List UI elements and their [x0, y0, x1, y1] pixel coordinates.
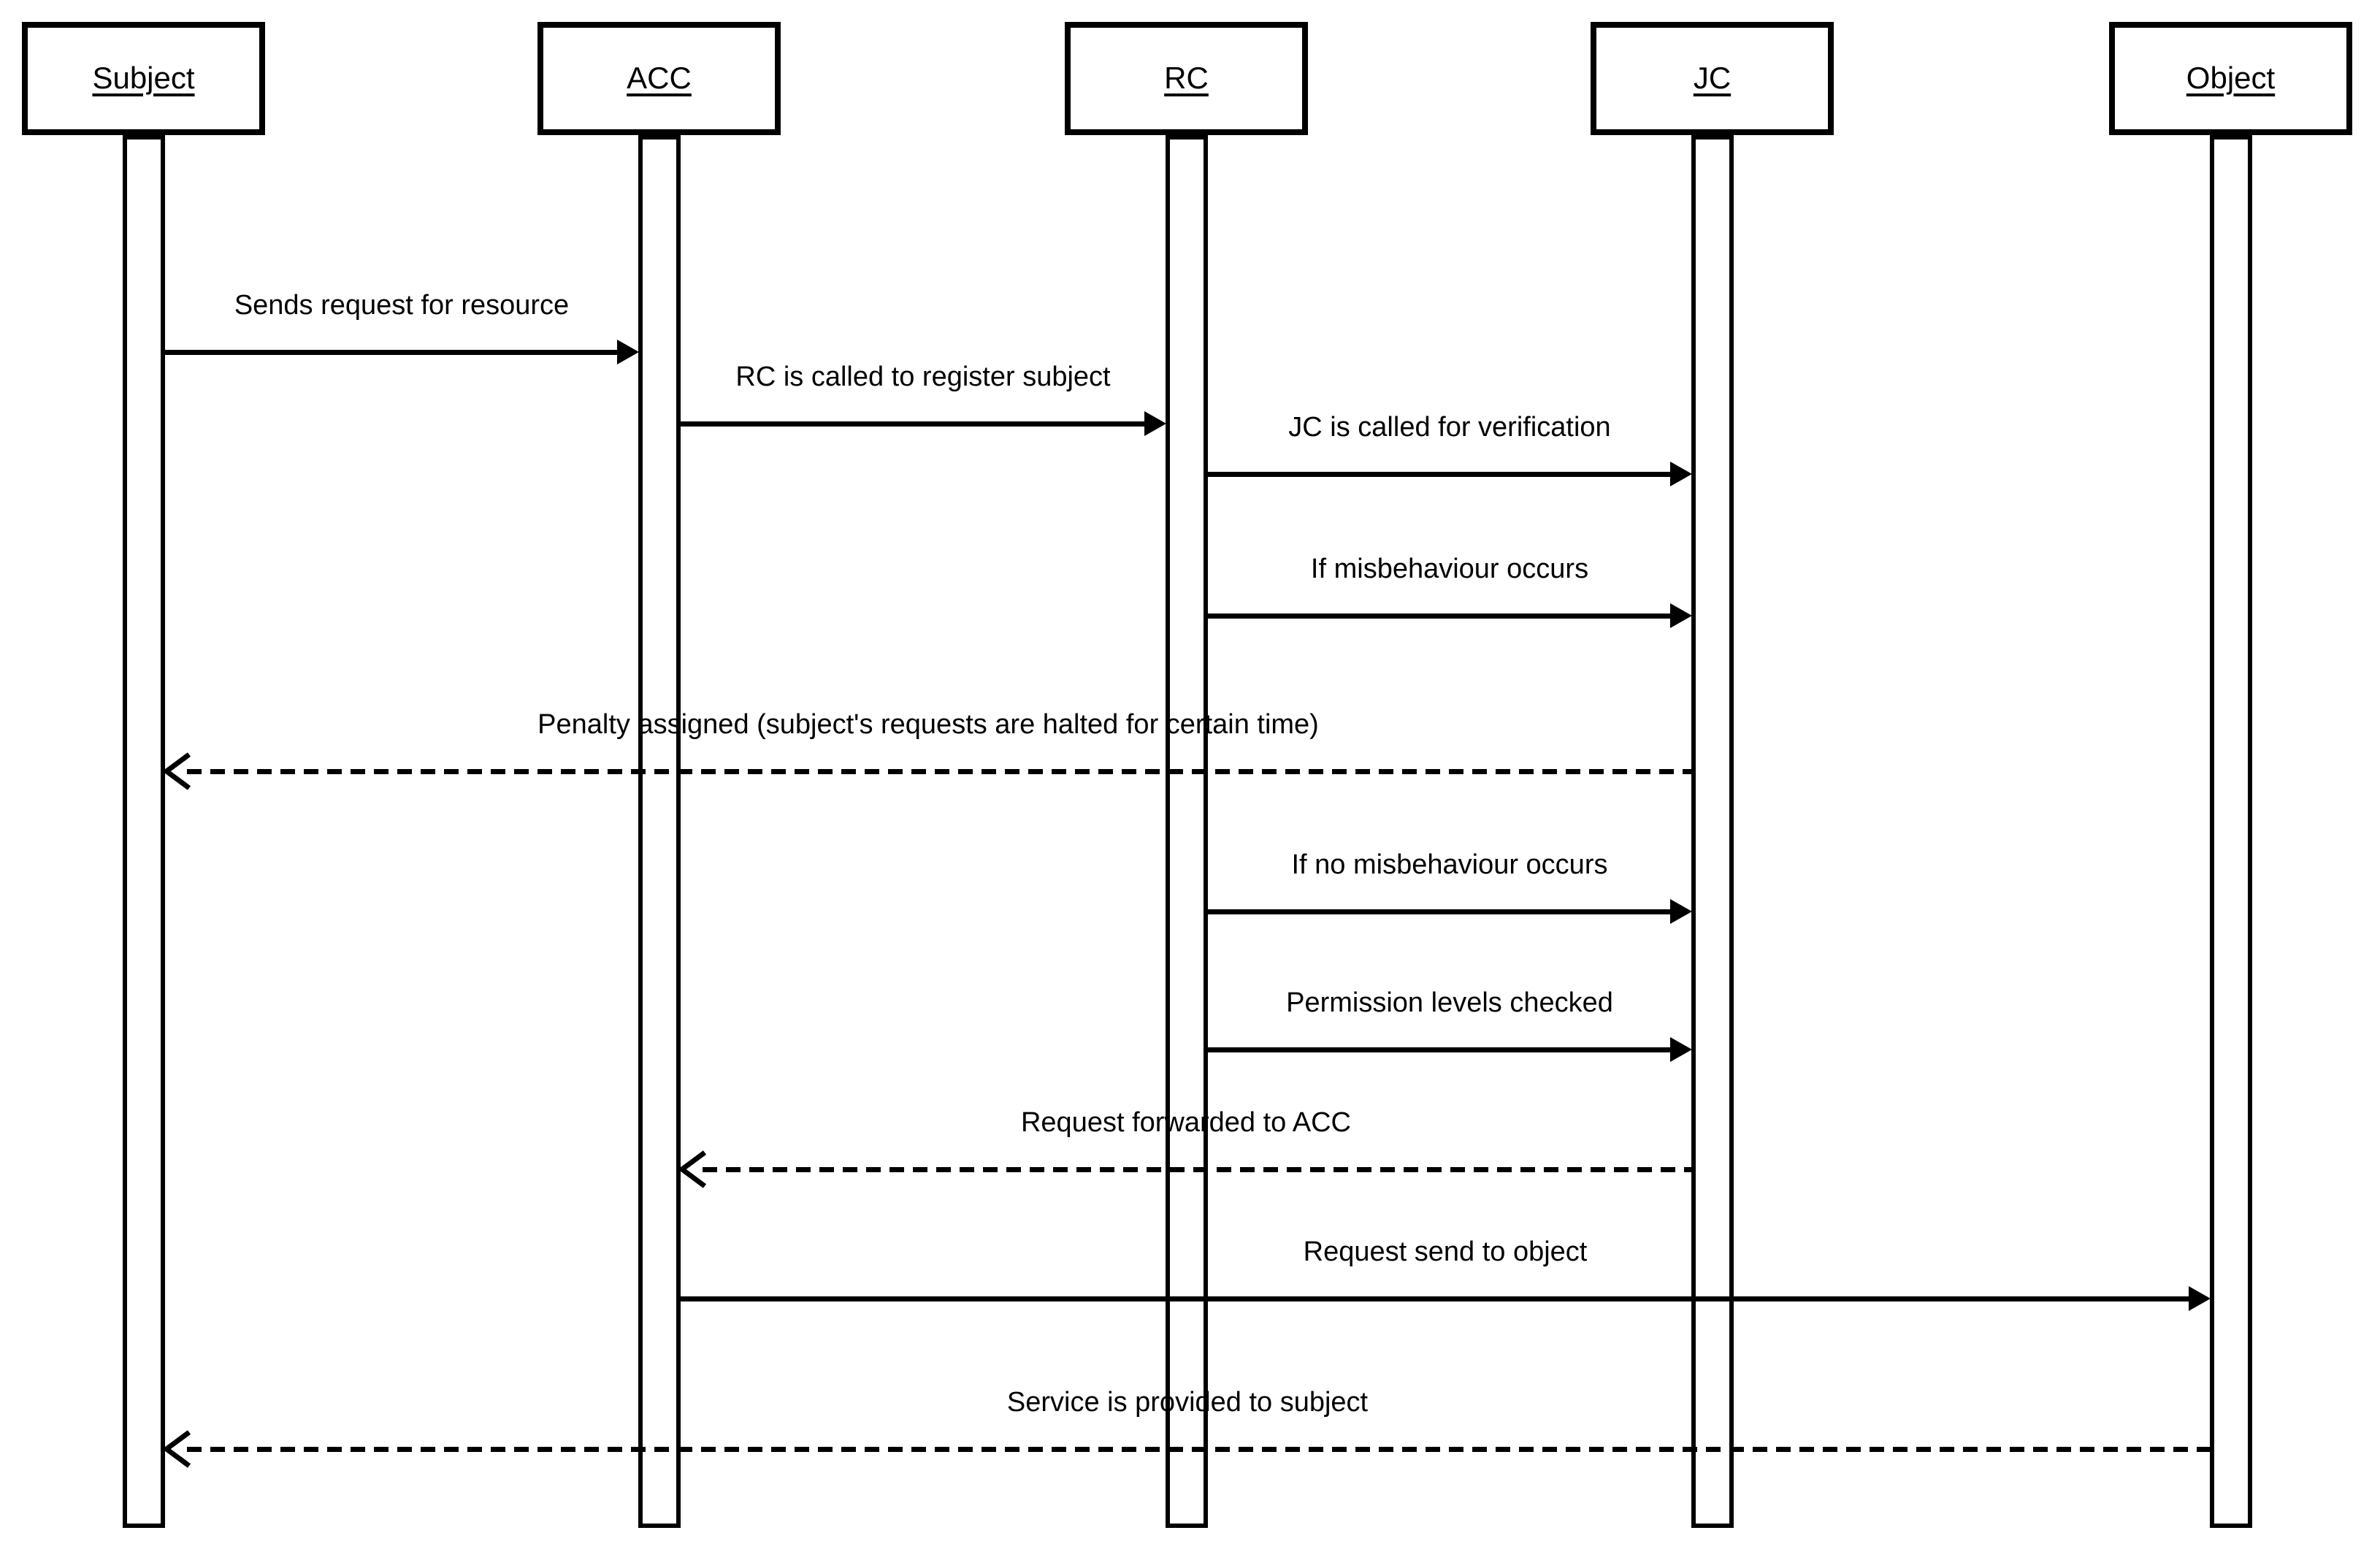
lifeline-jc [1691, 135, 1734, 1528]
message-label: JC is called for verification [1288, 412, 1611, 443]
message-rc-called-to-register-subject: RC is called to register subject [681, 361, 1166, 436]
message-service-provided-to-subject: Service is provided to subject [164, 1386, 2210, 1468]
message-line-dashed [187, 1447, 2210, 1452]
message-label: Service is provided to subject [1006, 1387, 1369, 1418]
actor-label-object: Object [2186, 61, 2276, 96]
arrowhead-filled-right-icon [1144, 411, 1166, 436]
message-if-no-misbehaviour-occurs: If no misbehaviour occurs [1208, 849, 1692, 924]
actor-box-jc: JC [1591, 22, 1834, 135]
arrowhead-filled-right-icon [1670, 1037, 1692, 1062]
actor-box-rc: RC [1065, 22, 1308, 135]
message-label: Sends request for resource [234, 290, 570, 321]
lifeline-acc [638, 135, 681, 1528]
arrowhead-filled-right-icon [617, 340, 639, 364]
message-request-send-to-object: Request send to object [681, 1236, 2211, 1311]
message-permission-levels-checked: Permission levels checked [1208, 987, 1692, 1062]
message-label: If no misbehaviour occurs [1291, 849, 1608, 880]
message-line-solid [1208, 1047, 1687, 1052]
actor-box-acc: ACC [537, 22, 781, 135]
message-line-solid [681, 421, 1161, 427]
message-line-solid [1208, 909, 1687, 914]
message-sends-request-for-resource: Sends request for resource [165, 289, 639, 364]
arrowhead-filled-right-icon [1670, 899, 1692, 924]
message-penalty-assigned: Penalty assigned (subject's requests are… [164, 708, 1691, 790]
message-label: Permission levels checked [1286, 987, 1613, 1018]
actor-box-object: Object [2109, 22, 2352, 135]
message-label: RC is called to register subject [735, 362, 1111, 392]
message-label: Penalty assigned (subject's requests are… [537, 709, 1319, 740]
actor-label-acc: ACC [627, 61, 692, 96]
message-request-forwarded-to-acc: Request forwarded to ACC [679, 1106, 1691, 1188]
message-jc-called-for-verification: JC is called for verification [1208, 411, 1692, 486]
message-if-misbehaviour-occurs: If misbehaviour occurs [1208, 553, 1692, 628]
arrowhead-open-left-icon [164, 1430, 191, 1468]
message-label: Request forwarded to ACC [1020, 1107, 1351, 1138]
actor-box-subject: Subject [22, 22, 265, 135]
lifeline-rc [1166, 135, 1208, 1528]
message-label: Request send to object [1303, 1236, 1588, 1267]
actor-label-subject: Subject [92, 61, 195, 96]
message-line-solid [165, 350, 634, 355]
message-line-solid [1208, 613, 1687, 619]
message-line-dashed [703, 1167, 1691, 1172]
message-line-solid [1208, 472, 1687, 477]
lifeline-object [2210, 135, 2252, 1528]
message-line-solid [681, 1296, 2205, 1301]
actor-label-jc: JC [1693, 61, 1732, 96]
lifeline-subject [123, 135, 165, 1528]
arrowhead-open-left-icon [679, 1150, 707, 1188]
arrowhead-filled-right-icon [1670, 603, 1692, 628]
message-line-dashed [187, 769, 1691, 774]
actor-label-rc: RC [1164, 61, 1209, 96]
arrowhead-filled-right-icon [1670, 462, 1692, 486]
arrowhead-open-left-icon [164, 752, 191, 790]
arrowhead-filled-right-icon [2189, 1286, 2211, 1311]
message-label: If misbehaviour occurs [1310, 554, 1589, 584]
